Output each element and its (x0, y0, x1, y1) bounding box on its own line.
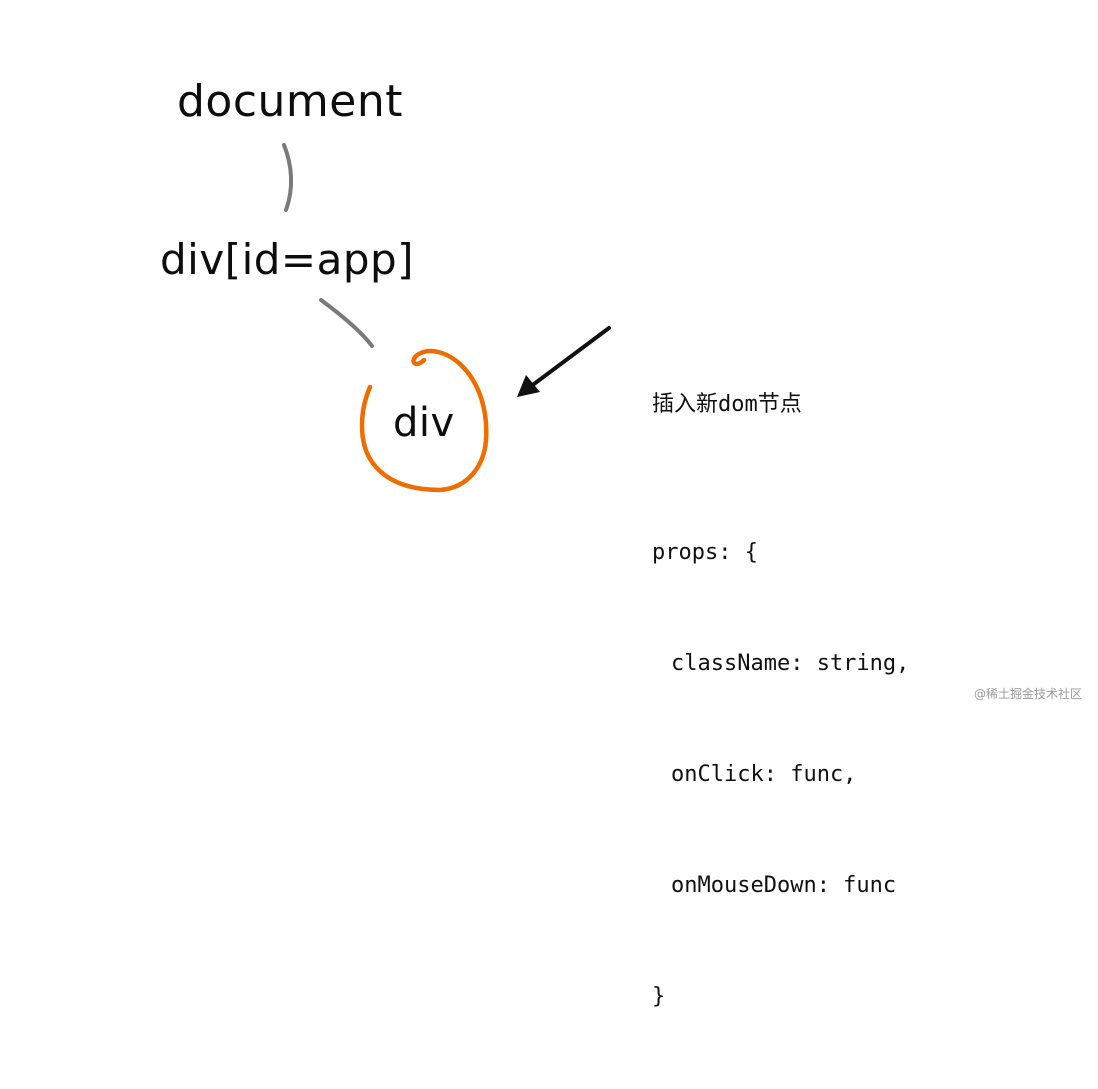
props-open: props: { (652, 540, 758, 565)
watermark: @稀土掘金技术社区 (973, 687, 1082, 701)
diagram-canvas: document div[id=app] div 插入新dom节点 props:… (160, 76, 1082, 1010)
prop-classname: className: string, (671, 651, 910, 676)
insert-arrow (517, 326, 611, 397)
div-highlight-circle (359, 348, 489, 493)
diagram-svg (282, 143, 611, 493)
node-document: document (177, 76, 403, 127)
connector-app-to-div (319, 298, 374, 348)
node-new-div: div (393, 400, 455, 446)
connector-document-to-app (282, 143, 294, 212)
prop-onclick: onClick: func, (671, 762, 857, 787)
annotation-title: 插入新dom节点 (652, 392, 802, 417)
props-annotation: 插入新dom节点 props: { className: string, onC… (652, 312, 909, 1089)
prop-onmousedown: onMouseDown: func (671, 873, 897, 898)
props-close: } (652, 984, 666, 1009)
node-app-root: div[id=app] (160, 235, 415, 284)
